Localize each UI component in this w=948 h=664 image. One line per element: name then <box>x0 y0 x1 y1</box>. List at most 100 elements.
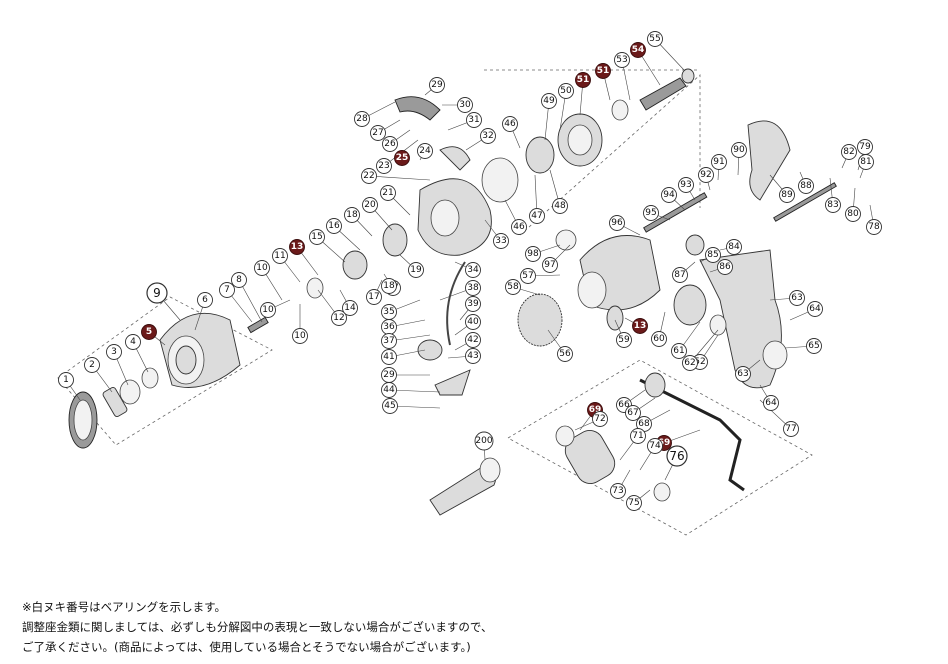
part-number: 51 <box>577 75 590 85</box>
part-callout-6: 6 <box>197 292 213 308</box>
part-number: 42 <box>467 335 478 345</box>
part-number: 69 <box>589 405 602 415</box>
part-callout-4: 4 <box>125 334 141 350</box>
part-callout-45: 45 <box>382 398 398 414</box>
part-number: 29 <box>383 370 395 380</box>
part-number: 64 <box>809 304 821 314</box>
part-number: 97 <box>544 260 555 270</box>
part-callout-72: 72 <box>592 411 608 427</box>
part-callout-2: 2 <box>84 357 100 373</box>
part-callout-95: 95 <box>643 205 659 221</box>
part-number: 76 <box>669 449 684 463</box>
part-callout-78: 78 <box>866 219 882 235</box>
part-number: 80 <box>847 209 859 219</box>
part-number: 87 <box>674 270 685 280</box>
part-number: 8 <box>236 275 242 285</box>
spool-assembly <box>68 312 269 449</box>
part-number: 49 <box>543 96 555 106</box>
part-callout-19: 19 <box>408 262 424 278</box>
part-callout-47: 47 <box>529 208 545 224</box>
part-callout-57: 57 <box>520 268 536 284</box>
side-cover-shape <box>747 120 791 201</box>
part-callout-51: 51 <box>575 72 591 88</box>
part-callout-39: 39 <box>465 296 481 312</box>
part-number: 84 <box>728 242 740 252</box>
part-callout-10: 10 <box>254 260 270 276</box>
part-number: 55 <box>649 34 660 44</box>
part-number: 17 <box>368 292 379 302</box>
part-number: 63 <box>791 293 802 303</box>
part-number: 90 <box>733 145 745 155</box>
part-number: 88 <box>800 181 812 191</box>
part-callout-68: 68 <box>636 416 652 432</box>
part-callout-5: 5 <box>141 324 157 340</box>
part-callout-86: 86 <box>717 259 733 275</box>
part-callout-15: 15 <box>309 229 325 245</box>
part-callout-11: 11 <box>272 248 288 264</box>
part-number: 66 <box>618 400 630 410</box>
part-callout-21: 21 <box>380 185 396 201</box>
part-callout-10: 10 <box>260 302 276 318</box>
part-callout-59: 59 <box>616 332 632 348</box>
part-callout-76: 76 <box>666 445 688 467</box>
part-callout-71: 71 <box>630 428 646 444</box>
part-callout-88: 88 <box>798 178 814 194</box>
notes: ※白ヌキ番号はベアリングを示します。 調整座金類に関しましては、必ずしも分解図中… <box>22 597 922 657</box>
part-callout-75: 75 <box>626 495 642 511</box>
part-callout-36: 36 <box>381 319 397 335</box>
part-number: 23 <box>378 161 389 171</box>
part-number: 65 <box>808 341 819 351</box>
part-number: 11 <box>274 251 285 261</box>
part-callout-85: 85 <box>705 247 721 263</box>
part-callout-87: 87 <box>672 267 688 283</box>
part-callout-41: 41 <box>381 349 397 365</box>
part-callout-34: 34 <box>465 262 481 278</box>
part-number: 72 <box>594 414 605 424</box>
part-callout-46: 46 <box>502 116 518 132</box>
part-number: 13 <box>634 321 647 331</box>
part-callout-32: 32 <box>480 128 496 144</box>
part-callout-23: 23 <box>376 158 392 174</box>
part-callout-43: 43 <box>465 348 481 364</box>
part-callout-16: 16 <box>326 218 342 234</box>
part-number: 10 <box>294 331 306 341</box>
part-number: 16 <box>328 221 340 231</box>
part-number: 96 <box>611 218 623 228</box>
part-number: 7 <box>224 285 230 295</box>
part-callout-89: 89 <box>779 187 795 203</box>
part-callout-64: 64 <box>763 395 779 411</box>
part-callout-83: 83 <box>825 197 841 213</box>
part-number: 62 <box>684 358 695 368</box>
part-callout-98: 98 <box>525 246 541 262</box>
part-number: 75 <box>628 498 639 508</box>
part-number: 86 <box>719 262 731 272</box>
part-number: 25 <box>396 153 409 163</box>
part-number: 5 <box>146 327 152 337</box>
part-number: 200 <box>475 436 492 446</box>
part-callout-58: 58 <box>505 279 521 295</box>
part-number: 22 <box>363 171 374 181</box>
part-callout-65: 65 <box>806 338 822 354</box>
part-callout-26: 26 <box>382 136 398 152</box>
part-callout-94: 94 <box>661 187 677 203</box>
part-callout-29: 29 <box>429 77 445 93</box>
part-number: 13 <box>291 242 304 252</box>
part-number: 10 <box>256 263 268 273</box>
part-callout-90: 90 <box>731 142 747 158</box>
part-number: 39 <box>467 299 479 309</box>
part-number: 60 <box>653 334 665 344</box>
part-number: 12 <box>333 313 344 323</box>
adjustment-note-line1: 調整座金類に関しましては、必ずしも分解図中の表現と一致しない場合がございますので… <box>22 620 493 634</box>
part-callout-29: 29 <box>381 367 397 383</box>
part-callout-92: 92 <box>698 167 714 183</box>
part-number: 34 <box>467 265 479 275</box>
part-callout-53: 53 <box>614 52 630 68</box>
part-callout-82: 82 <box>841 144 857 160</box>
part-number: 92 <box>700 170 711 180</box>
part-callout-50: 50 <box>558 83 574 99</box>
part-number: 41 <box>383 352 394 362</box>
part-number: 51 <box>597 66 610 76</box>
part-callout-1: 1 <box>58 372 74 388</box>
part-number: 32 <box>482 131 493 141</box>
part-number: 26 <box>384 139 396 149</box>
